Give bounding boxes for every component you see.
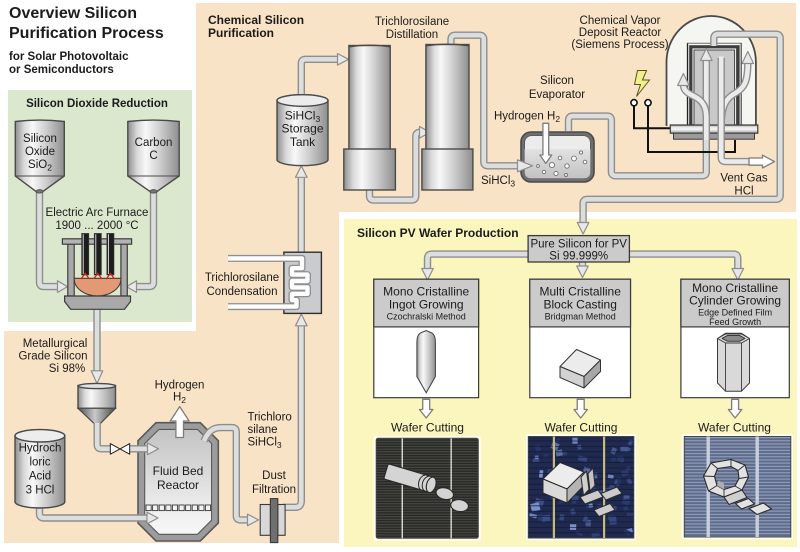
svg-text:Trichloro: Trichloro — [248, 412, 292, 424]
svg-text:loric: loric — [29, 457, 50, 469]
svg-text:SiO2: SiO2 — [28, 159, 52, 173]
svg-text:H2: H2 — [173, 392, 186, 406]
svg-text:Hydrogen H2: Hydrogen H2 — [494, 111, 560, 125]
svg-text:Dust: Dust — [262, 470, 286, 482]
svg-text:Silicon Dioxide Reduction: Silicon Dioxide Reduction — [26, 98, 168, 110]
svg-text:Feed Growth: Feed Growth — [709, 317, 761, 327]
svg-text:Purification Process: Purification Process — [9, 25, 164, 42]
svg-text:Evaporator: Evaporator — [529, 89, 585, 101]
svg-text:Grade Silicon: Grade Silicon — [18, 351, 87, 363]
svg-text:SiHCl3: SiHCl3 — [248, 437, 282, 451]
svg-text:Trichlorosilane: Trichlorosilane — [205, 272, 279, 284]
svg-text:Ingot Growing: Ingot Growing — [389, 298, 464, 312]
svg-text:Bridgman Method: Bridgman Method — [545, 312, 616, 322]
svg-text:Chemical Vapor: Chemical Vapor — [580, 15, 661, 27]
svg-text:Cylinder Growing: Cylinder Growing — [689, 294, 781, 308]
svg-text:Distillation: Distillation — [386, 29, 438, 41]
svg-text:Silicon PV Wafer Production: Silicon PV Wafer Production — [357, 226, 519, 240]
svg-text:3 HCl: 3 HCl — [26, 485, 55, 497]
svg-text:Silicon: Silicon — [23, 133, 57, 145]
svg-text:Si 98%: Si 98% — [49, 363, 85, 375]
svg-text:Wafer Cutting: Wafer Cutting — [391, 421, 464, 435]
svg-text:Mono Cristalline: Mono Cristalline — [692, 281, 778, 295]
svg-text:C: C — [149, 150, 157, 162]
svg-text:for Solar Photovoltaic: for Solar Photovoltaic — [9, 51, 129, 63]
svg-text:Overview Silicon: Overview Silicon — [9, 5, 137, 22]
svg-text:Metallurgical: Metallurgical — [23, 338, 88, 350]
svg-text:Chemical Silicon: Chemical Silicon — [208, 13, 304, 27]
svg-text:or Semiconductors: or Semiconductors — [9, 64, 114, 76]
svg-text:Purification: Purification — [208, 26, 274, 40]
svg-text:1900 ... 2000 °C: 1900 ... 2000 °C — [55, 220, 138, 232]
svg-text:SiHCl3: SiHCl3 — [285, 109, 321, 125]
svg-text:Block Casting: Block Casting — [544, 298, 617, 312]
svg-text:Czochralski Method: Czochralski Method — [387, 312, 466, 322]
svg-text:Hydroch: Hydroch — [19, 443, 62, 455]
svg-text:Oxide: Oxide — [25, 146, 55, 158]
svg-text:SiHCl3: SiHCl3 — [481, 175, 515, 189]
svg-text:Acid: Acid — [29, 471, 51, 483]
svg-text:Filtration: Filtration — [252, 484, 296, 496]
svg-text:Fluid Bed: Fluid Bed — [153, 464, 204, 478]
svg-text:Deposit Reactor: Deposit Reactor — [579, 27, 662, 39]
svg-text:Mono Cristalline: Mono Cristalline — [383, 285, 469, 299]
svg-text:Wafer Cutting: Wafer Cutting — [698, 421, 771, 435]
svg-text:Tank: Tank — [290, 135, 316, 149]
svg-text:Vent Gas: Vent Gas — [720, 173, 768, 185]
svg-text:Electric Arc Furnace: Electric Arc Furnace — [46, 207, 149, 219]
svg-text:Carbon: Carbon — [135, 137, 173, 149]
svg-text:Multi Cristalline: Multi Cristalline — [540, 285, 622, 299]
svg-text:Si 99.999%: Si 99.999% — [549, 251, 608, 263]
svg-text:Wafer Cutting: Wafer Cutting — [545, 421, 618, 435]
svg-text:Condensation: Condensation — [207, 286, 278, 298]
svg-text:Reactor: Reactor — [157, 478, 199, 492]
svg-text:Pure Silicon for PV: Pure Silicon for PV — [530, 239, 627, 251]
svg-text:HCl: HCl — [734, 186, 753, 198]
svg-text:Edge Defined Film: Edge Defined Film — [698, 308, 772, 318]
svg-text:Trichlorosilane: Trichlorosilane — [375, 16, 449, 28]
svg-text:Storage: Storage — [281, 122, 323, 136]
svg-text:Silicon: Silicon — [540, 75, 574, 87]
svg-text:silane: silane — [248, 424, 278, 436]
svg-text:Hydrogen: Hydrogen — [155, 380, 205, 392]
svg-text:(Siemens Process): (Siemens Process) — [571, 39, 668, 51]
